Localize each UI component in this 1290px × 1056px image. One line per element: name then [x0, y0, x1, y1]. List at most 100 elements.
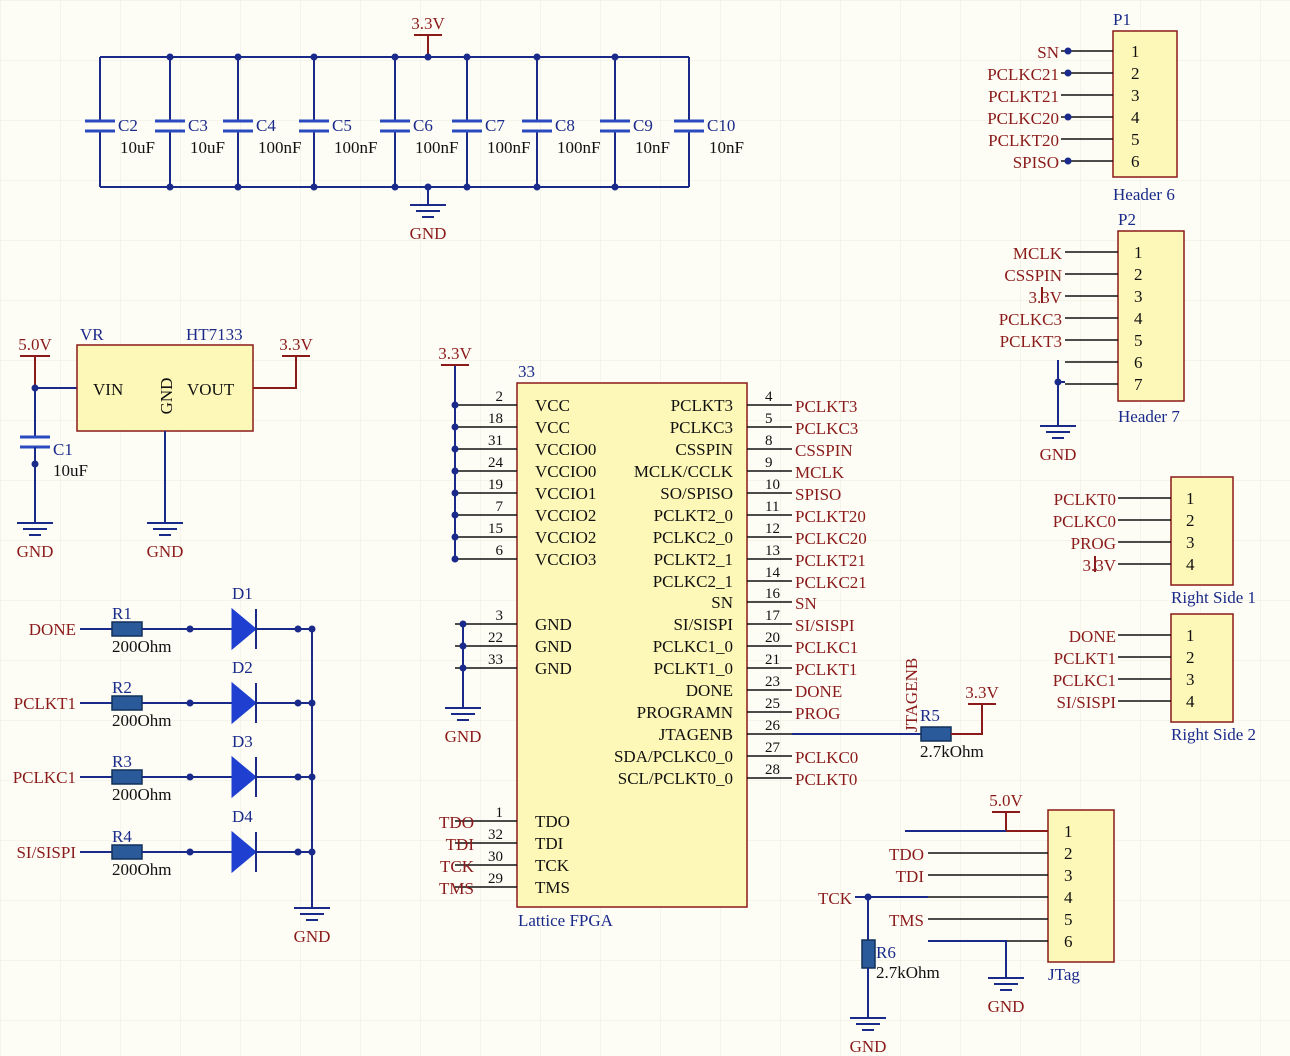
power-label-5v: 5.0V [18, 335, 52, 354]
pin-number: 4 [1064, 888, 1073, 907]
diode-ref: D4 [232, 807, 253, 826]
pin-number: 9 [765, 455, 773, 471]
resistor-ref: R4 [112, 827, 132, 846]
cap-value: 100nF [334, 138, 377, 157]
led-net: SI/SISPI [16, 843, 76, 862]
led-diode [231, 607, 257, 651]
pin-name: MCLK/CCLK [634, 462, 734, 481]
header-body [1170, 476, 1234, 586]
junction-dot [1064, 113, 1072, 121]
regulator-body [76, 344, 254, 432]
junction-dot [294, 699, 302, 707]
pin-name: GND [535, 659, 572, 678]
pin-number: 1 [1064, 822, 1073, 841]
pin-number: 12 [765, 521, 780, 537]
diode-ref: D2 [232, 658, 253, 677]
junction-dot [31, 460, 39, 468]
net-label: SN [795, 594, 817, 613]
resistor-ref: R1 [112, 604, 132, 623]
vout-wire [253, 356, 297, 389]
pin-number: 6 [496, 543, 504, 559]
pin-name: PCLKC2_0 [653, 528, 733, 547]
net-label: PROG [1071, 534, 1116, 553]
pin-name: VCCIO2 [535, 528, 596, 547]
pin-number: 4 [1134, 309, 1143, 328]
net-label: PCLKC21 [795, 573, 867, 592]
r6-value: 2.7kOhm [876, 963, 940, 982]
diode-ref: D3 [232, 732, 253, 751]
led-net: PCLKT1 [14, 694, 76, 713]
pin-name: SDA/PCLKC0_0 [614, 747, 733, 766]
junction-dot [186, 699, 194, 707]
pin-number: 30 [488, 849, 503, 865]
p1-name: Header 6 [1113, 185, 1175, 204]
pin-name: VCC [535, 418, 570, 437]
pin-number: 31 [488, 433, 503, 449]
net-label: PCLKT0 [1054, 490, 1116, 509]
pin-name: DONE [686, 681, 733, 700]
pin-number: 3 [496, 608, 504, 624]
pin-name: PCLKT1_0 [654, 659, 733, 678]
junction-dot [611, 183, 619, 191]
junction-dot [533, 53, 541, 61]
net-label: TCK [440, 857, 475, 876]
net-label: PCLKT21 [795, 551, 866, 570]
cap-ref: C5 [332, 116, 352, 135]
power-label-5v: 5.0V [989, 791, 1023, 810]
pin-number: 2 [1186, 511, 1195, 530]
header-body [1170, 613, 1234, 723]
junction-dot [451, 489, 459, 497]
pin-number: 13 [765, 543, 780, 559]
pin-number: 4 [1131, 108, 1140, 127]
cap-value: 100nF [487, 138, 530, 157]
gnd-label: GND [988, 997, 1025, 1016]
pin-name: GND [535, 615, 572, 634]
net-label: MCLK [1013, 244, 1063, 263]
pin-name: PCLKT2_0 [654, 506, 733, 525]
pin-number: 21 [765, 652, 780, 668]
p1-ref: P1 [1113, 10, 1131, 29]
led-resistor [111, 769, 143, 785]
junction-dot [1064, 69, 1072, 77]
junction-dot [451, 467, 459, 475]
pin-number: 1 [496, 805, 504, 821]
net-label: TMS [439, 879, 474, 898]
gnd-label: GND [850, 1037, 887, 1056]
net-label: PCLKT1 [795, 660, 857, 679]
pin-name: PCLKC3 [670, 418, 733, 437]
rs2-name: Right Side 2 [1171, 725, 1256, 744]
pin-number: 23 [765, 674, 780, 690]
junction-dot [294, 773, 302, 781]
pin-number: 14 [765, 565, 781, 581]
pin-vin: VIN [93, 380, 123, 399]
junction-dot [294, 848, 302, 856]
pin-number: 32 [488, 827, 503, 843]
junction-dot [294, 625, 302, 633]
c1-ref: C1 [53, 440, 73, 459]
cap-value: 100nF [557, 138, 600, 157]
net-label: TDO [889, 845, 924, 864]
cap-ref: C8 [555, 116, 575, 135]
gnd-label: GND [147, 542, 184, 561]
pin-number: 4 [765, 389, 773, 405]
header-body [1117, 230, 1185, 402]
fpga-ref: 33 [518, 362, 535, 381]
net-label: PCLKC3 [795, 419, 858, 438]
net-label: CSSPIN [1004, 266, 1062, 285]
junction-dot [234, 183, 242, 191]
r5-value: 2.7kOhm [920, 742, 984, 761]
junction-dot [451, 511, 459, 519]
pin-name: VCCIO1 [535, 484, 596, 503]
net-label: 3.3V [1082, 556, 1116, 575]
pin-number: 28 [765, 762, 780, 778]
pin-name: PCLKC1_0 [653, 637, 733, 656]
junction-dot [459, 642, 467, 650]
led-diode [231, 830, 257, 874]
resistor-value: 200Ohm [112, 711, 172, 730]
junction-dot [391, 183, 399, 191]
net-label: SI/SISPI [795, 616, 855, 635]
pin-number: 6 [1064, 932, 1073, 951]
pin-number: 18 [488, 411, 503, 427]
net-label: PCLKC1 [1053, 671, 1116, 690]
